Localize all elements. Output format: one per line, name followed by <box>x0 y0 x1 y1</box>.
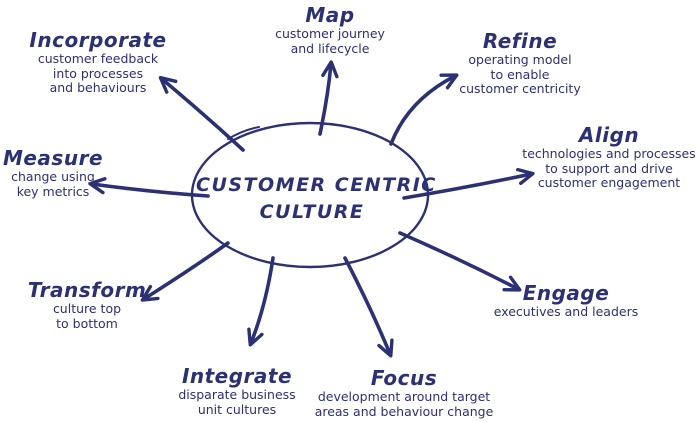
arrow-incorporate <box>158 76 245 152</box>
node-refine: Refine operating model to enable custome… <box>437 30 603 97</box>
arrow-transform <box>140 241 230 302</box>
arrow-measure <box>88 177 210 198</box>
node-integrate-desc-line: disparate business <box>178 387 296 402</box>
node-align: Align technologies and processes to supp… <box>518 124 700 191</box>
arrow-integrate <box>247 256 275 347</box>
node-refine-desc-line: to enable <box>490 66 550 82</box>
node-incorporate: Incorporate customer feedback into proce… <box>15 29 181 96</box>
node-measure-desc-line: change using <box>11 169 95 184</box>
ellipse-sketch-stroke <box>227 126 260 140</box>
arrow-refine <box>389 73 459 146</box>
center-label-line1: CUSTOMER CENTRIC <box>196 174 437 196</box>
node-integrate: Integrate disparate business unit cultur… <box>156 365 318 417</box>
node-focus-desc-line: areas and behaviour change <box>314 403 494 419</box>
node-focus-desc-line: development around target <box>317 389 491 404</box>
arrow-map <box>318 60 339 136</box>
node-engage: Engage executives and leaders <box>475 282 657 320</box>
node-focus: Focus development around target areas an… <box>303 367 505 419</box>
node-transform: Transform culture top to bottom <box>12 279 162 331</box>
arrow-align <box>402 167 535 200</box>
node-map-desc-line: and lifecycle <box>290 40 370 56</box>
node-refine-desc-line: customer centricity <box>459 81 581 96</box>
arrow-focus <box>343 256 394 358</box>
center-label: CUSTOMER CENTRIC CULTURE <box>196 172 437 226</box>
node-incorporate-title: Incorporate <box>29 28 167 52</box>
node-focus-title: Focus <box>370 366 438 390</box>
node-incorporate-desc-line: into processes <box>52 65 144 81</box>
node-transform-title: Transform <box>27 278 147 302</box>
node-measure: Measure change using key metrics <box>0 147 106 199</box>
arrow-engage <box>398 231 522 292</box>
node-measure-desc-line: key metrics <box>16 183 90 199</box>
node-integrate-desc-line: unit cultures <box>197 401 277 417</box>
node-map-title: Map <box>305 3 355 27</box>
center-label-line2: CULTURE <box>259 201 365 223</box>
node-integrate-title: Integrate <box>181 364 293 388</box>
node-incorporate-desc-line: and behaviours <box>49 80 147 95</box>
node-map: Map customer journey and lifecycle <box>250 4 410 56</box>
node-refine-desc-line: operating model <box>468 52 572 67</box>
node-align-desc-line: to support and drive <box>545 160 673 176</box>
node-incorporate-desc-line: customer feedback <box>37 51 159 66</box>
node-align-desc-line: customer engagement <box>537 175 681 190</box>
node-engage-desc-line: executives and leaders <box>493 304 639 319</box>
node-map-desc-line: customer journey <box>275 26 385 41</box>
node-engage-title: Engage <box>522 281 610 305</box>
node-transform-desc-line: to bottom <box>56 315 118 331</box>
node-align-desc-line: technologies and processes <box>522 146 696 161</box>
node-measure-title: Measure <box>2 146 104 170</box>
node-align-title: Align <box>578 123 640 147</box>
node-refine-title: Refine <box>482 29 558 53</box>
node-transform-desc-line: culture top <box>52 301 122 316</box>
